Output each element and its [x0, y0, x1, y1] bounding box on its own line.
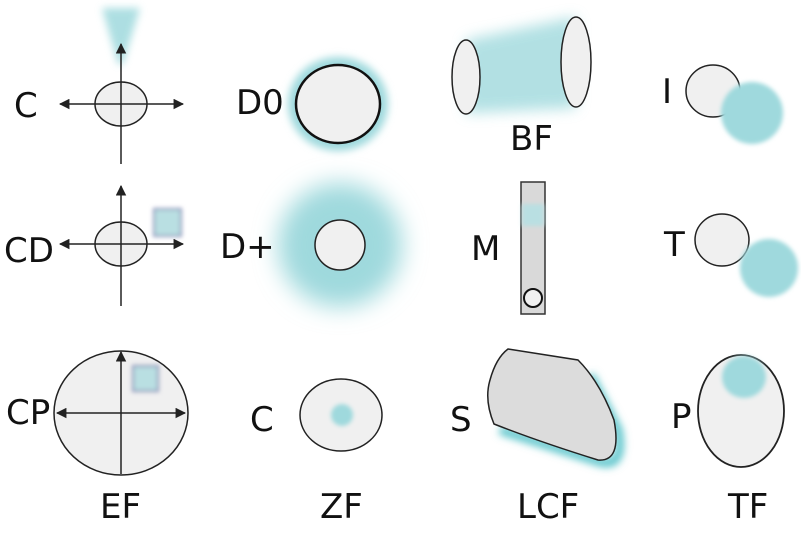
row2-col1-diagram — [58, 184, 185, 306]
footer-label-4: TF — [728, 487, 769, 527]
glow-blob — [721, 82, 783, 144]
label-row3-col1: CP — [6, 393, 51, 433]
glow-cone — [102, 8, 140, 64]
center-ellipse — [294, 63, 382, 145]
center-ellipse — [314, 219, 366, 271]
glow-square — [153, 208, 182, 237]
glow-square — [522, 204, 544, 226]
right-ellipse — [560, 16, 592, 108]
glow-tube — [466, 17, 576, 113]
glow-square — [132, 365, 159, 392]
row3-col2-diagram — [299, 378, 383, 452]
label-row1-col1: C — [14, 86, 38, 126]
glow-blob — [722, 356, 766, 398]
label-row2-col3: M — [471, 229, 501, 269]
row3-col1-diagram — [53, 350, 189, 476]
small-circle — [523, 288, 543, 308]
glow-edge — [498, 372, 624, 468]
glow-dot — [331, 404, 353, 426]
row2-col2-diagram — [278, 183, 402, 307]
label-row1-col3: BF — [510, 119, 553, 159]
row2-col3-diagram — [520, 181, 546, 315]
irregular-shape — [487, 348, 617, 461]
label-row3-col3: S — [450, 400, 472, 440]
label-row2-col2: D+ — [220, 227, 275, 267]
row2-col4-diagram — [694, 213, 798, 297]
label-row3-col2: C — [250, 400, 274, 440]
circle — [694, 213, 750, 267]
label-row2-col4: T — [664, 225, 685, 265]
row1-col1-diagram — [58, 8, 185, 164]
row1-col4-diagram — [685, 64, 783, 144]
left-ellipse — [451, 39, 481, 115]
footer-label-1: EF — [100, 487, 142, 527]
row1-col3-diagram — [451, 16, 592, 115]
label-row2-col1: CD — [4, 231, 54, 271]
footer-label-2: ZF — [320, 487, 363, 527]
row1-col2-diagram — [288, 57, 388, 151]
label-row1-col4: I — [662, 72, 673, 112]
row3-col3-diagram — [487, 348, 624, 468]
label-row3-col4: P — [671, 397, 692, 437]
row3-col4-diagram — [697, 354, 785, 468]
glow-blob — [740, 239, 798, 297]
label-row1-col2: D0 — [236, 83, 284, 123]
footer-label-3: LCF — [517, 487, 580, 527]
